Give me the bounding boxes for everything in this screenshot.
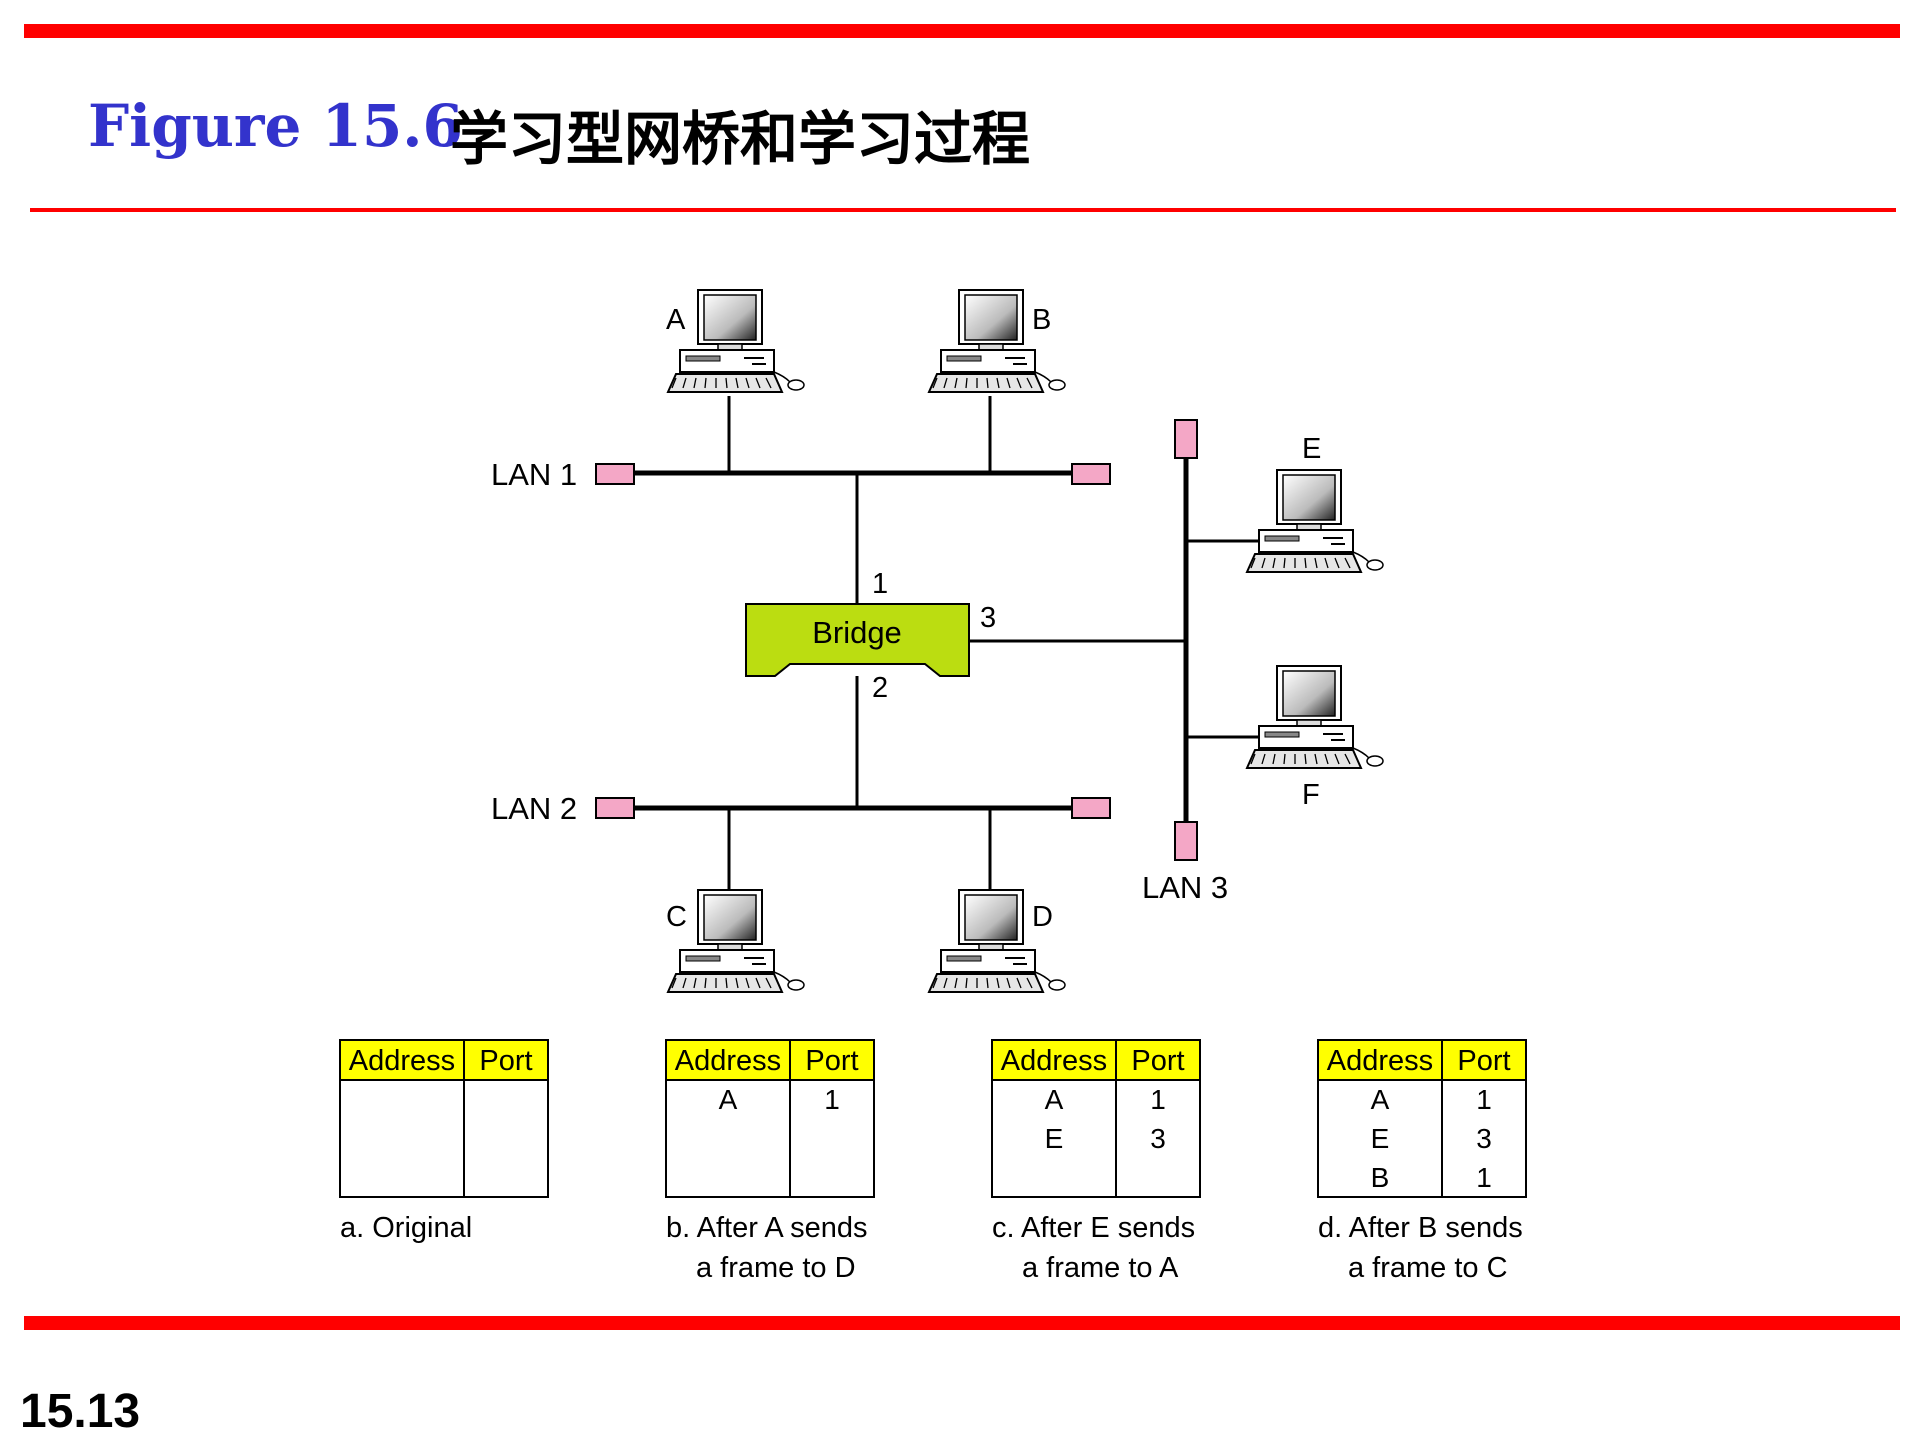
table-cell-port: 1	[824, 1084, 840, 1115]
table-header-address: Address	[1001, 1045, 1107, 1077]
table-header-port: Port	[805, 1045, 858, 1077]
table-header-address: Address	[1327, 1045, 1433, 1077]
table-cell-port: 3	[1150, 1123, 1166, 1154]
figure-number: Figure 15.6	[88, 92, 463, 160]
table-body	[665, 1079, 875, 1198]
table-header-bg	[665, 1039, 875, 1081]
table-caption: a frame to C	[1348, 1252, 1508, 1284]
station-a-label: A	[666, 304, 686, 336]
station-f-label: F	[1302, 779, 1320, 811]
table-header-port: Port	[479, 1045, 532, 1077]
table-cell-address: A	[1045, 1084, 1064, 1115]
table-caption: a frame to A	[1022, 1252, 1179, 1284]
station-c-computer-icon	[667, 889, 805, 993]
lan2-label: LAN 2	[491, 791, 577, 826]
address-table: Address Port a. Original	[339, 1039, 549, 1244]
bridge-port2-label: 2	[872, 672, 888, 704]
bridge-box	[745, 603, 970, 677]
bridge-port3-label: 3	[980, 602, 996, 634]
station-e-computer-icon	[1246, 469, 1384, 573]
station-b-label: B	[1032, 304, 1051, 336]
lan3-label: LAN 3	[1142, 870, 1228, 905]
table-cell-address: A	[1371, 1084, 1390, 1115]
table-caption: d. After B sends	[1318, 1212, 1523, 1244]
table-body	[339, 1079, 549, 1198]
station-a-computer-icon	[667, 289, 805, 393]
bridge-label: Bridge	[812, 615, 902, 650]
table-header-address: Address	[349, 1045, 455, 1077]
table-header-port: Port	[1131, 1045, 1184, 1077]
lan3-bottom-terminator	[1174, 821, 1198, 861]
station-c-label: C	[666, 901, 687, 933]
table-cell-address: A	[719, 1084, 738, 1115]
table-header-bg	[339, 1039, 549, 1081]
lan2-left-terminator	[595, 797, 635, 819]
lan3-top-terminator	[1174, 419, 1198, 459]
table-cell-port: 3	[1476, 1123, 1492, 1154]
table-cell-port: 1	[1476, 1162, 1492, 1193]
figure-title: 学习型网桥和学习过程	[450, 105, 1031, 173]
table-caption: c. After E sends	[992, 1212, 1195, 1244]
lan1-left-terminator	[595, 463, 635, 485]
bridge-port1-label: 1	[872, 568, 888, 600]
lan1-right-terminator	[1071, 463, 1111, 485]
table-body	[991, 1079, 1201, 1198]
table-header-bg	[991, 1039, 1201, 1081]
table-caption: b. After A sends	[666, 1212, 868, 1244]
station-d-label: D	[1032, 901, 1053, 933]
bottom-rule	[24, 1316, 1900, 1330]
slide-number: 15.13	[20, 1385, 141, 1438]
table-cell-address: E	[1371, 1123, 1390, 1154]
table-header-address: Address	[675, 1045, 781, 1077]
top-rule	[24, 24, 1900, 38]
title-underline	[30, 208, 1896, 212]
table-body	[1317, 1079, 1527, 1198]
station-e-label: E	[1302, 433, 1321, 465]
table-caption: a. Original	[340, 1212, 472, 1244]
lan1-label: LAN 1	[491, 457, 577, 492]
lan2-right-terminator	[1071, 797, 1111, 819]
table-cell-address: E	[1045, 1123, 1064, 1154]
table-header-port: Port	[1457, 1045, 1510, 1077]
table-cell-address: B	[1371, 1162, 1390, 1193]
station-f-computer-icon	[1246, 665, 1384, 769]
table-cell-port: 1	[1476, 1084, 1492, 1115]
table-cell-port: 1	[1150, 1084, 1166, 1115]
table-header-bg	[1317, 1039, 1527, 1081]
table-caption: a frame to D	[696, 1252, 856, 1284]
